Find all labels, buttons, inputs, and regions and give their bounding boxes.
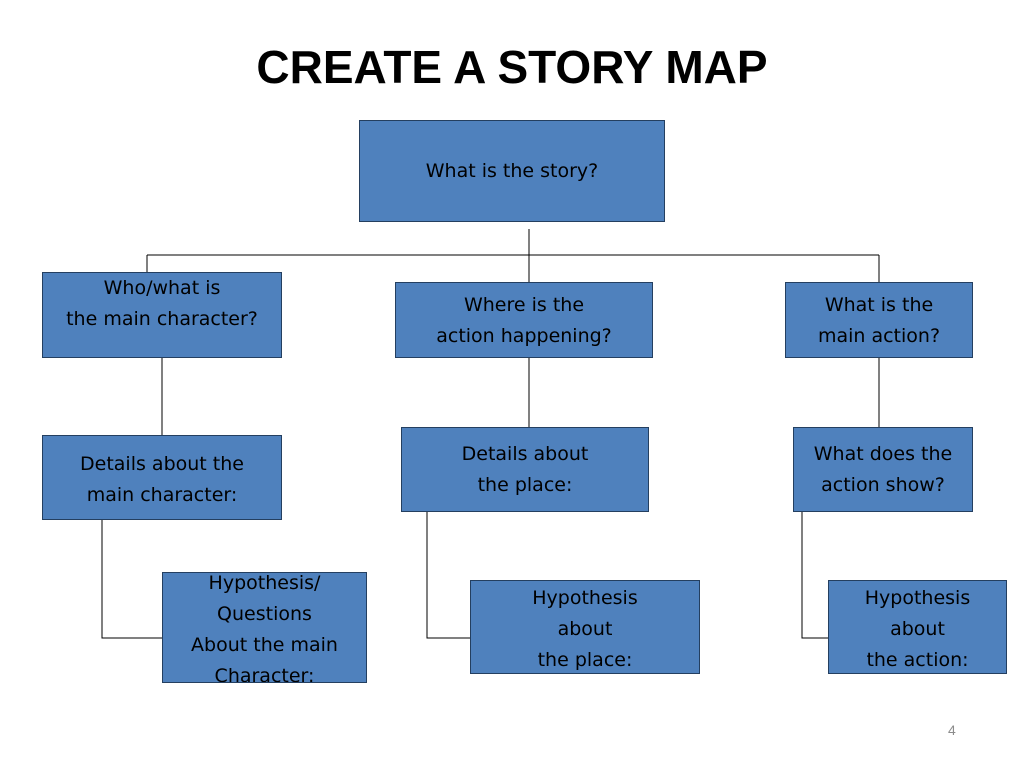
node-label: What is the main action? [817,294,941,347]
node-label: Who/what is the main character? [66,277,258,330]
node-what-is-the-story: What is the story? [359,120,665,222]
node-label: Where is the action happening? [436,294,612,347]
node-action-hypothesis: Hypothesis about the action: [828,580,1007,674]
node-action-show: What does the action show? [793,427,973,512]
node-label: What is the story? [425,160,599,182]
node-label: Hypothesis/ Questions About the main Cha… [191,572,338,683]
page-number: 4 [948,722,956,738]
node-place-details: Details about the place: [401,427,649,512]
node-action-location: Where is the action happening? [395,282,653,358]
node-label: What does the action show? [813,443,953,496]
node-label: Hypothesis about the place: [532,587,638,671]
node-place-hypothesis: Hypothesis about the place: [470,580,700,674]
connector-action-hypothesis [801,512,828,639]
node-main-action: What is the main action? [785,282,973,358]
node-character-details: Details about the main character: [42,435,282,520]
node-character-hypothesis: Hypothesis/ Questions About the main Cha… [162,572,367,683]
connector-place-hypothesis [426,512,470,639]
node-label: Hypothesis about the action: [864,587,971,671]
page-title: CREATE A STORY MAP [256,41,768,93]
node-label: Details about the place: [461,443,589,496]
node-main-character: Who/what is the main character? [42,272,282,358]
connector-character-hypothesis [101,520,162,639]
node-label: Details about the main character: [80,453,244,506]
